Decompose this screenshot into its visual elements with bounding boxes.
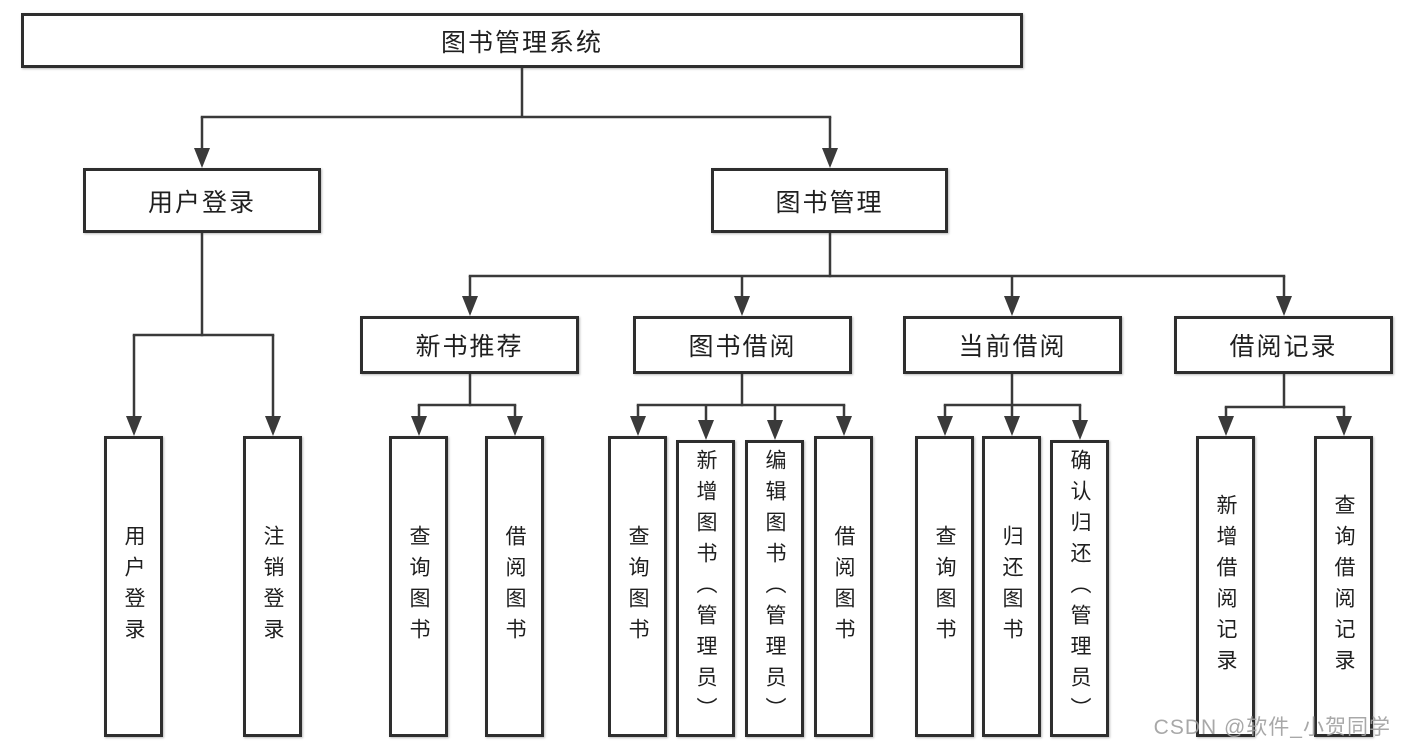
node-label: 查询图书 <box>933 524 956 649</box>
node-label: 图书借阅 <box>688 333 797 361</box>
node-label: 借阅记录 <box>1229 333 1338 361</box>
node-label: 借阅图书 <box>832 524 855 649</box>
leaf-user-login: 用户登录 <box>104 436 163 737</box>
arrowhead-icons <box>126 148 1352 440</box>
node-label: 查询借阅记录 <box>1332 493 1355 680</box>
node-label: 编辑图书（管理员） <box>763 449 786 728</box>
node-label: 新增图书（管理员） <box>694 449 717 728</box>
node-label: 当前借阅 <box>958 333 1067 361</box>
leaf-return-book: 归还图书 <box>982 436 1041 737</box>
node-label: 用户登录 <box>122 524 145 649</box>
node-label: 确认归还（管理员） <box>1068 449 1091 728</box>
node-label: 图书管理系统 <box>440 28 603 57</box>
node-label: 注销登录 <box>261 524 284 649</box>
node-root-system: 图书管理系统 <box>21 13 1023 68</box>
leaf-query-books-recommend: 查询图书 <box>389 436 448 737</box>
node-label: 查询图书 <box>407 524 430 649</box>
node-label: 新增借阅记录 <box>1214 493 1237 680</box>
node-label: 归还图书 <box>1000 524 1023 649</box>
leaf-confirm-return-admin: 确认归还（管理员） <box>1050 440 1109 737</box>
node-user-login: 用户登录 <box>83 168 321 233</box>
leaf-borrow-books-borrow: 借阅图书 <box>814 436 873 737</box>
leaf-query-books-current: 查询图书 <box>915 436 974 737</box>
node-book-borrow: 图书借阅 <box>633 316 852 374</box>
node-label: 用户登录 <box>147 188 256 217</box>
leaf-borrow-books-recommend: 借阅图书 <box>485 436 544 737</box>
leaf-add-book-admin: 新增图书（管理员） <box>676 440 735 737</box>
node-label: 查询图书 <box>626 524 649 649</box>
node-new-book-recommend: 新书推荐 <box>360 316 579 374</box>
leaf-query-borrow-record: 查询借阅记录 <box>1314 436 1373 737</box>
leaf-logout: 注销登录 <box>243 436 302 737</box>
node-borrow-records: 借阅记录 <box>1174 316 1393 374</box>
node-label: 借阅图书 <box>503 524 526 649</box>
node-label: 新书推荐 <box>415 333 524 361</box>
node-book-management: 图书管理 <box>711 168 948 233</box>
leaf-query-books-borrow: 查询图书 <box>608 436 667 737</box>
node-current-borrow: 当前借阅 <box>903 316 1122 374</box>
node-label: 图书管理 <box>775 188 884 217</box>
leaf-add-borrow-record: 新增借阅记录 <box>1196 436 1255 737</box>
leaf-edit-book-admin: 编辑图书（管理员） <box>745 440 804 737</box>
